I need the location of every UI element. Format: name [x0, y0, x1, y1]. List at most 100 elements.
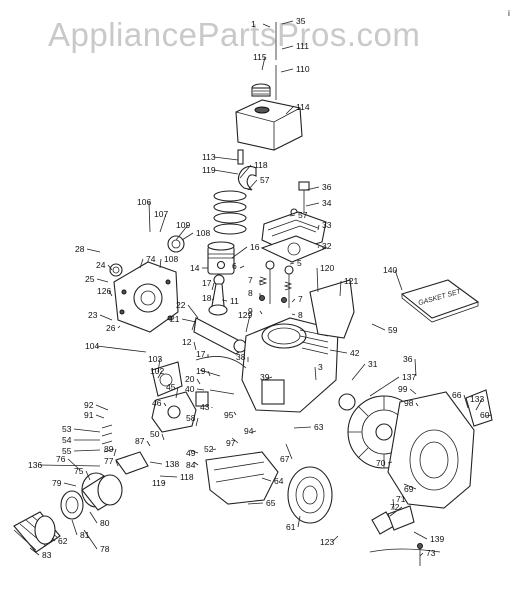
- governor-linkage-part[interactable]: [195, 356, 247, 395]
- part-callout-number[interactable]: 138: [165, 459, 179, 469]
- part-callout-number[interactable]: 123: [320, 537, 334, 547]
- part-callout-number[interactable]: 55: [62, 446, 72, 456]
- part-callout-number[interactable]: 36: [403, 354, 413, 364]
- part-callout-number[interactable]: 106: [137, 197, 151, 207]
- part-callout-number[interactable]: 58: [186, 413, 196, 423]
- governor-gear-part[interactable]: [167, 235, 185, 253]
- part-callout-number[interactable]: 137: [402, 372, 416, 382]
- part-callout-number[interactable]: 67: [280, 454, 290, 464]
- part-callout-number[interactable]: 121: [344, 276, 358, 286]
- part-callout-number[interactable]: 87: [135, 436, 145, 446]
- part-callout-number[interactable]: 102: [150, 366, 164, 376]
- part-callout-number[interactable]: 65: [266, 498, 276, 508]
- part-callout-number[interactable]: 94: [244, 426, 254, 436]
- part-callout-number[interactable]: 14: [190, 263, 200, 273]
- part-callout-number[interactable]: 6: [232, 261, 237, 271]
- part-callout-number[interactable]: 69: [404, 484, 414, 494]
- part-callout-number[interactable]: 59: [388, 325, 398, 335]
- part-callout-number[interactable]: 21: [170, 314, 180, 324]
- part-callout-number[interactable]: 31: [368, 359, 378, 369]
- base-shroud-part[interactable]: [205, 451, 279, 505]
- part-callout-number[interactable]: 119: [152, 478, 166, 488]
- carburetor-part[interactable]: [151, 391, 209, 433]
- air-filter-element-part[interactable]: [60, 490, 84, 520]
- part-callout-number[interactable]: 53: [62, 424, 72, 434]
- part-callout-number[interactable]: 57: [260, 175, 270, 185]
- valve-part[interactable]: [265, 260, 294, 308]
- part-callout-number[interactable]: 1: [251, 19, 256, 29]
- part-callout-number[interactable]: 39: [260, 372, 270, 382]
- part-callout-number[interactable]: 8: [248, 288, 253, 298]
- part-callout-number[interactable]: 73: [426, 548, 436, 558]
- part-callout-number[interactable]: 62: [58, 536, 68, 546]
- part-callout-number[interactable]: 74: [146, 254, 156, 264]
- part-callout-number[interactable]: 36: [322, 182, 332, 192]
- part-callout-number[interactable]: 78: [100, 544, 110, 554]
- part-callout-number[interactable]: 12: [182, 337, 192, 347]
- blower-housing-part[interactable]: [387, 391, 475, 509]
- part-callout-number[interactable]: 18: [202, 293, 212, 303]
- part-callout-number[interactable]: 52: [204, 444, 214, 454]
- part-callout-number[interactable]: 97: [226, 438, 236, 448]
- breather-plate-part[interactable]: [309, 279, 355, 339]
- part-callout-number[interactable]: 113: [202, 152, 216, 162]
- part-callout-number[interactable]: 129: [238, 310, 252, 320]
- part-callout-number[interactable]: 46: [152, 398, 162, 408]
- part-callout-number[interactable]: 61: [286, 522, 296, 532]
- part-callout-number[interactable]: 108: [196, 228, 210, 238]
- part-callout-number[interactable]: 32: [322, 241, 332, 251]
- part-callout-number[interactable]: 34: [322, 198, 332, 208]
- starter-pawl-part[interactable]: [371, 505, 415, 535]
- fuel-line-part[interactable]: [237, 149, 257, 191]
- crankshaft-part[interactable]: [191, 317, 247, 355]
- part-callout-number[interactable]: 118: [180, 472, 194, 482]
- part-callout-number[interactable]: 140: [383, 265, 397, 275]
- part-callout-number[interactable]: 26: [106, 323, 116, 333]
- part-callout-number[interactable]: 66: [452, 390, 462, 400]
- part-callout-number[interactable]: 139: [430, 534, 444, 544]
- air-cleaner-body-part[interactable]: [13, 511, 61, 553]
- part-callout-number[interactable]: 76: [56, 454, 66, 464]
- part-callout-number[interactable]: 115: [253, 52, 267, 62]
- part-callout-number[interactable]: 107: [154, 209, 168, 219]
- part-callout-number[interactable]: 83: [42, 550, 52, 560]
- part-callout-number[interactable]: 118: [254, 160, 268, 170]
- gasket-set-part[interactable]: GASKET SET: [400, 279, 480, 323]
- part-callout-number[interactable]: 45: [166, 382, 176, 392]
- part-callout-number[interactable]: 89: [104, 444, 114, 454]
- part-callout-number[interactable]: 54: [62, 435, 72, 445]
- connecting-rod-part[interactable]: [208, 274, 228, 316]
- valve-spring-part[interactable]: [258, 276, 293, 303]
- part-callout-number[interactable]: 70: [376, 458, 386, 468]
- part-callout-number[interactable]: 126: [97, 286, 111, 296]
- part-callout-number[interactable]: 16: [250, 242, 260, 252]
- part-callout-number[interactable]: 64: [274, 476, 284, 486]
- part-callout-number[interactable]: 25: [85, 274, 95, 284]
- part-callout-number[interactable]: 23: [88, 310, 98, 320]
- part-callout-number[interactable]: 110: [296, 64, 310, 74]
- part-callout-number[interactable]: 60: [480, 410, 490, 420]
- part-callout-number[interactable]: 50: [150, 429, 160, 439]
- part-callout-number[interactable]: 57: [298, 210, 308, 220]
- part-callout-number[interactable]: 80: [100, 518, 110, 528]
- part-callout-number[interactable]: 7: [248, 275, 253, 285]
- part-callout-number[interactable]: 40: [185, 384, 195, 394]
- part-callout-number[interactable]: 71: [396, 494, 406, 504]
- part-callout-number[interactable]: 28: [75, 244, 85, 254]
- part-callout-number[interactable]: 19: [196, 366, 206, 376]
- part-callout-number[interactable]: 5: [297, 258, 302, 268]
- air-cleaner-cover-part[interactable]: [81, 472, 123, 511]
- part-callout-number[interactable]: 24: [96, 260, 106, 270]
- part-callout-number[interactable]: 104: [85, 341, 99, 351]
- part-callout-number[interactable]: 7: [298, 294, 303, 304]
- part-callout-number[interactable]: 33: [322, 220, 332, 230]
- part-callout-number[interactable]: 11: [230, 296, 239, 306]
- part-callout-number[interactable]: 9: [248, 306, 253, 316]
- part-callout-number[interactable]: 91: [84, 410, 94, 420]
- part-callout-number[interactable]: 98: [404, 398, 414, 408]
- part-callout-number[interactable]: 103: [148, 354, 162, 364]
- part-callout-number[interactable]: 20: [185, 374, 195, 384]
- part-callout-number[interactable]: 95: [224, 410, 234, 420]
- part-callout-number[interactable]: 81: [80, 530, 90, 540]
- part-callout-number[interactable]: 75: [74, 466, 84, 476]
